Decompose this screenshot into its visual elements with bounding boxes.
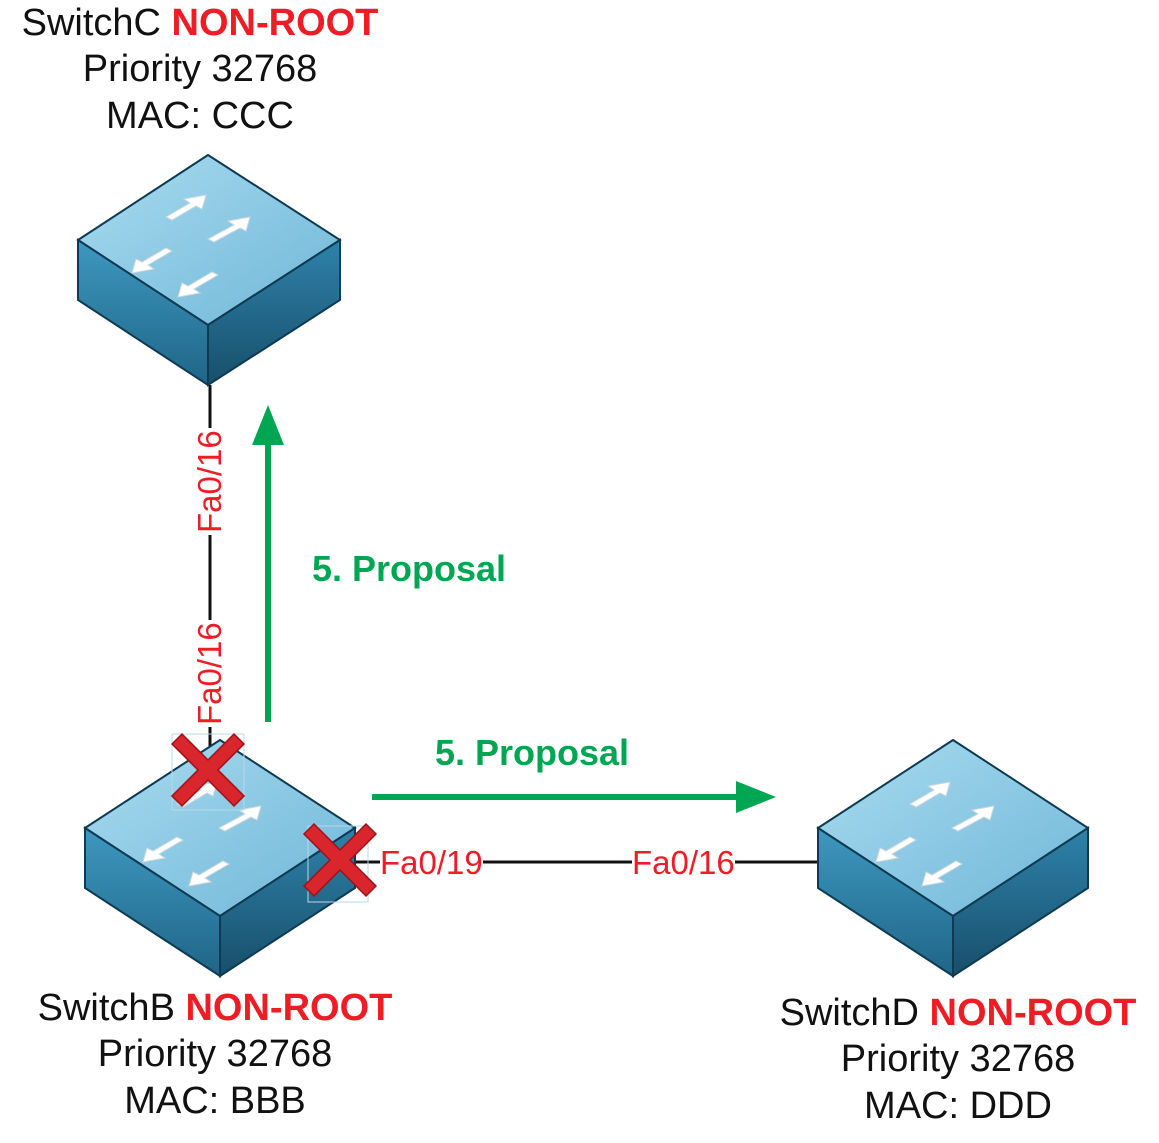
switch-d-priority: Priority 32768 [840, 1038, 1076, 1081]
port-label-b-fa0-16: Fa0/16 [191, 620, 228, 727]
switch-c-icon [76, 153, 342, 387]
blocked-port-x-icon [302, 822, 378, 903]
switch-c-role: NON-ROOT [171, 2, 379, 44]
switch-b-title: SwitchB NON-ROOT [10, 985, 420, 1031]
switch-d-name: SwitchD [779, 992, 919, 1034]
blocked-port-x-icon [170, 732, 246, 811]
switch-c-mac: MAC: CCC [106, 94, 294, 137]
switch-b-priority: Priority 32768 [97, 1033, 333, 1076]
switch-b-mac: MAC: BBB [124, 1079, 306, 1122]
switch-d-role: NON-ROOT [929, 992, 1137, 1034]
proposal-arrow-up [252, 405, 284, 722]
switch-d-icon [816, 738, 1090, 978]
switch-d-label: SwitchD NON-ROOT Priority 32768 MAC: DDD [758, 990, 1158, 1129]
switch-d-title: SwitchD NON-ROOT [758, 990, 1158, 1036]
proposal-arrow-right [372, 781, 776, 813]
switch-c-priority: Priority 32768 [82, 48, 318, 91]
port-label-c-fa0-16: Fa0/16 [191, 428, 228, 535]
switch-c-name: SwitchC [21, 2, 161, 44]
port-label-b-fa0-19: Fa0/19 [380, 844, 483, 881]
switch-b-name: SwitchB [37, 987, 175, 1029]
switch-c-title: SwitchC NON-ROOT [0, 0, 400, 46]
switch-c-label: SwitchC NON-ROOT Priority 32768 MAC: CCC [0, 0, 400, 139]
switch-b-label: SwitchB NON-ROOT Priority 32768 MAC: BBB [10, 985, 420, 1124]
switch-d-mac: MAC: DDD [864, 1084, 1052, 1127]
switch-b-icon [83, 738, 357, 978]
switch-b-role: NON-ROOT [185, 987, 393, 1029]
proposal-label-right: 5. Proposal [435, 732, 630, 773]
proposal-label-up: 5. Proposal [312, 548, 507, 589]
port-label-d-fa0-16: Fa0/16 [632, 844, 735, 881]
